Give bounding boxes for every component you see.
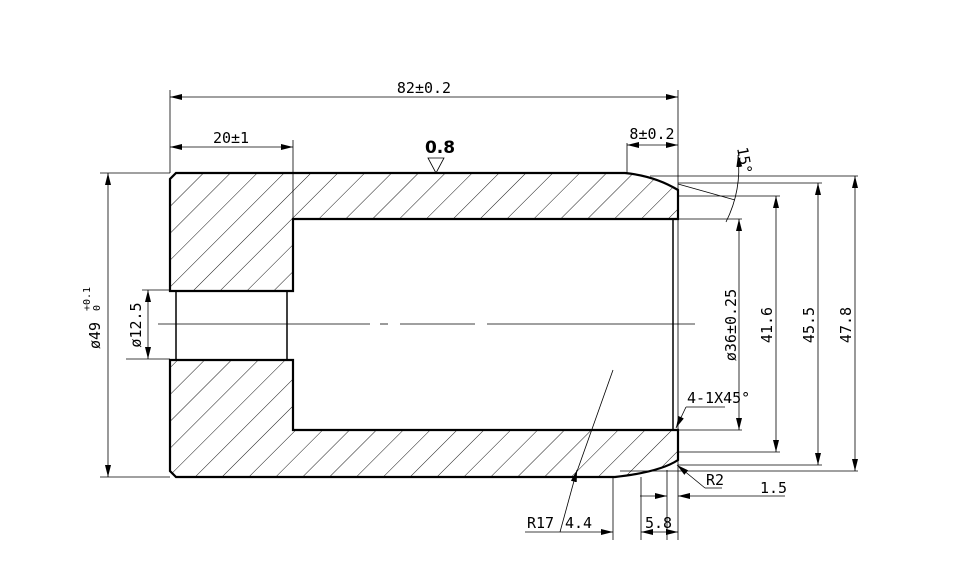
outer-diameter-tol-upper: +0.1 [82,287,93,311]
roughness-label: 0.8 [425,138,455,158]
material-bottom [168,358,680,479]
dia-45-label: 45.5 [800,307,818,343]
bore-diameter-label: ø36±0.25 [722,289,740,361]
dia-41-label: 41.6 [758,307,776,343]
chamfer-label: 4-1X45° [687,389,750,407]
dim-4-4-label: 4.4 [565,514,592,532]
hole-diameter-label: ø12.5 [127,302,145,347]
outer-diameter-tol-lower: 0 [92,305,103,311]
radius-r17-label: R17 [527,514,554,532]
counterbore-depth-label: 20±1 [213,129,249,147]
dim-1-5-label: 1.5 [760,479,787,497]
material-top [168,171,680,293]
dia-47-label: 47.8 [837,307,855,343]
radius-r2-label: R2 [706,471,724,489]
outer-diameter-label: ø49 [86,322,104,349]
taper-angle-label: 15° [733,146,755,176]
dim-5-8-label: 5.8 [645,514,672,532]
roughness-symbol [427,157,445,174]
end-length-label: 8±0.2 [629,125,674,143]
overall-length-label: 82±0.2 [397,79,451,97]
